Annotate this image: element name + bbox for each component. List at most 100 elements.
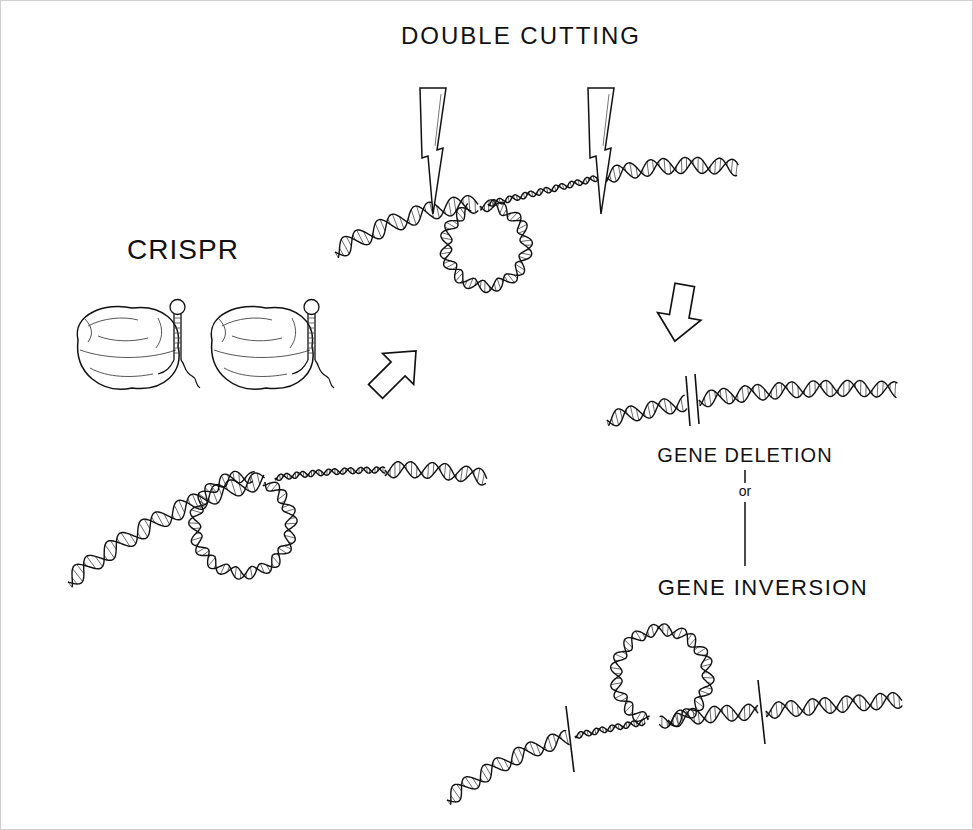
- step-arrows: [360, 88, 706, 407]
- base-pair: [661, 716, 662, 727]
- cut-wedge: [588, 88, 614, 214]
- guide-rna: [292, 300, 334, 389]
- base-pair: [452, 787, 461, 799]
- backbone: [611, 624, 712, 728]
- backbone: [385, 462, 486, 485]
- base-pair: [881, 694, 883, 705]
- backbone: [72, 473, 265, 587]
- base-pair: [257, 473, 260, 484]
- backbone: [668, 705, 758, 726]
- base-pair: [586, 178, 587, 183]
- step-label: DOUBLE CUTTING: [398, 23, 644, 49]
- base-pair: [514, 751, 520, 764]
- base-pair: [251, 476, 255, 492]
- base-pair: [615, 694, 625, 699]
- base-pair: [285, 509, 295, 512]
- protein-texture: [98, 336, 148, 341]
- base-pair: [860, 695, 861, 709]
- base-pair: [454, 197, 456, 211]
- base-pair: [449, 468, 450, 480]
- base-pair: [703, 677, 714, 678]
- cut-mark: [695, 374, 699, 424]
- base-pair: [446, 222, 455, 228]
- cas9-complexes: [77, 300, 334, 390]
- base-pair: [842, 699, 843, 713]
- dna-strand: [668, 704, 758, 726]
- dna-strand: [699, 380, 897, 406]
- backbone: [275, 467, 385, 480]
- base-pair: [681, 159, 682, 173]
- base-pair: [615, 411, 619, 425]
- backbone: [767, 693, 903, 716]
- base-pair: [664, 159, 665, 173]
- base-pair: [809, 701, 810, 715]
- base-pair: [191, 510, 201, 513]
- base-pair: [714, 160, 716, 174]
- base-pair: [744, 706, 746, 720]
- base-pair: [715, 706, 716, 718]
- backbone: [451, 734, 570, 805]
- protein-texture: [84, 318, 91, 342]
- dna-strand: [447, 731, 570, 805]
- base-pair: [485, 765, 491, 776]
- base-pair: [520, 240, 531, 241]
- dna-strand: [607, 395, 687, 426]
- base-pair: [893, 693, 895, 707]
- base-pair: [826, 381, 827, 395]
- connector-tick: [744, 470, 746, 483]
- protein-texture: [156, 318, 162, 348]
- base-pair: [250, 567, 252, 578]
- base-pair: [652, 625, 654, 636]
- backbone: [441, 200, 532, 291]
- base-pair: [208, 558, 215, 566]
- step-label: CRISPR: [124, 235, 242, 266]
- base-pair: [792, 701, 793, 715]
- backbone: [189, 472, 296, 579]
- base-pair: [825, 698, 826, 712]
- base-pair: [731, 159, 732, 173]
- base-pair: [500, 203, 504, 213]
- base-pair: [456, 273, 463, 281]
- connector-tick: [744, 502, 746, 566]
- base-pair: [477, 468, 480, 481]
- base-pair: [272, 556, 279, 564]
- protein-texture: [224, 368, 287, 376]
- base-pair: [279, 548, 287, 553]
- backbone: [699, 381, 897, 407]
- base-pair: [394, 463, 395, 477]
- base-pair: [105, 545, 114, 558]
- dna-strand: [68, 473, 265, 587]
- base-pair: [846, 696, 848, 708]
- base-pair: [710, 709, 711, 723]
- base-pair: [776, 703, 777, 718]
- dna-strand: [189, 471, 297, 579]
- protein-texture: [80, 350, 176, 358]
- base-pair: [667, 626, 668, 636]
- dna-strand: [275, 467, 385, 480]
- base-pair: [444, 464, 445, 478]
- backbone: [669, 704, 758, 726]
- dna-strand: [440, 200, 532, 293]
- backbone: [447, 731, 566, 802]
- wedge-shade: [435, 94, 441, 146]
- backbone: [440, 202, 531, 292]
- base-pair: [449, 201, 452, 216]
- base-pair: [876, 696, 878, 710]
- protein-texture: [218, 318, 225, 342]
- base-pair: [877, 383, 879, 397]
- base-pair: [742, 387, 744, 401]
- guide-rna: [158, 300, 200, 389]
- base-pair: [77, 564, 84, 573]
- protein-texture: [214, 350, 310, 358]
- protein-texture: [232, 336, 282, 341]
- step-label: GENE DELETION: [654, 444, 835, 466]
- base-pair: [174, 505, 181, 519]
- backbone: [606, 157, 737, 181]
- step-label: or: [736, 484, 754, 499]
- cas9-protein: [77, 300, 200, 390]
- base-pair: [860, 381, 861, 395]
- base-pair: [677, 712, 679, 726]
- base-pair: [446, 263, 456, 268]
- base-pair: [508, 197, 509, 202]
